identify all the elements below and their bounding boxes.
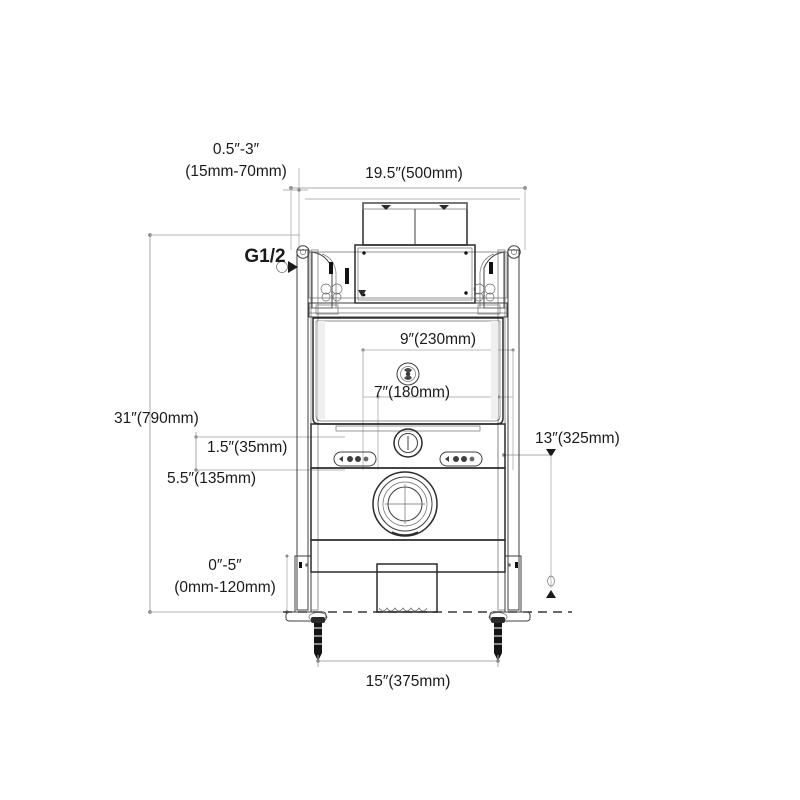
mid-offset-dimension <box>194 437 345 472</box>
bolt-bracket-right <box>439 451 483 467</box>
overall-height-dimension <box>148 233 300 614</box>
bolt-spacing-wide-label: 9″(230mm) <box>400 331 476 348</box>
flush-connector-boss <box>396 362 420 386</box>
anchor-bolt-right <box>491 617 505 661</box>
wall-offset-dimension <box>283 168 308 250</box>
bottom-skirt <box>310 539 506 613</box>
flush-pipe-port <box>393 428 423 458</box>
anchor-foot-right <box>488 611 531 661</box>
overall-height-label: 31″(790mm) <box>114 410 199 427</box>
clamp-right <box>473 283 496 302</box>
overall-width-label: 19.5″(500mm) <box>365 165 463 182</box>
water-inlet-thread-label: G1/2 <box>244 246 285 267</box>
cistern-body <box>308 244 508 318</box>
foot-spacing-label: 15″(375mm) <box>366 673 451 690</box>
bottom-outlet-stub <box>376 563 438 613</box>
flush-pipe-port-band <box>310 423 506 469</box>
foot-spacing-dimension <box>316 655 500 667</box>
small-offset-label: 1.5″(35mm) <box>207 439 287 456</box>
waste-outlet-port <box>372 471 438 537</box>
floor-adjust-imperial-label: 0″-5″ <box>208 557 242 574</box>
bolt-spacing-narrow-label: 7″(180mm) <box>374 384 450 401</box>
wall-offset-metric-label: (15mm-70mm) <box>185 163 287 180</box>
clamp-left <box>320 283 343 302</box>
wall-offset-imperial-label: 0.5″-3″ <box>213 141 260 158</box>
bolt-bracket-left <box>333 451 377 467</box>
floor-adjust-metric-label: (0mm-120mm) <box>174 579 276 596</box>
mid-offset-label: 5.5″(135mm) <box>167 470 256 487</box>
overall-width-dimension <box>289 186 527 250</box>
water-inlet-thread-callout <box>276 261 298 273</box>
outlet-height-label: 13″(325mm) <box>535 430 620 447</box>
